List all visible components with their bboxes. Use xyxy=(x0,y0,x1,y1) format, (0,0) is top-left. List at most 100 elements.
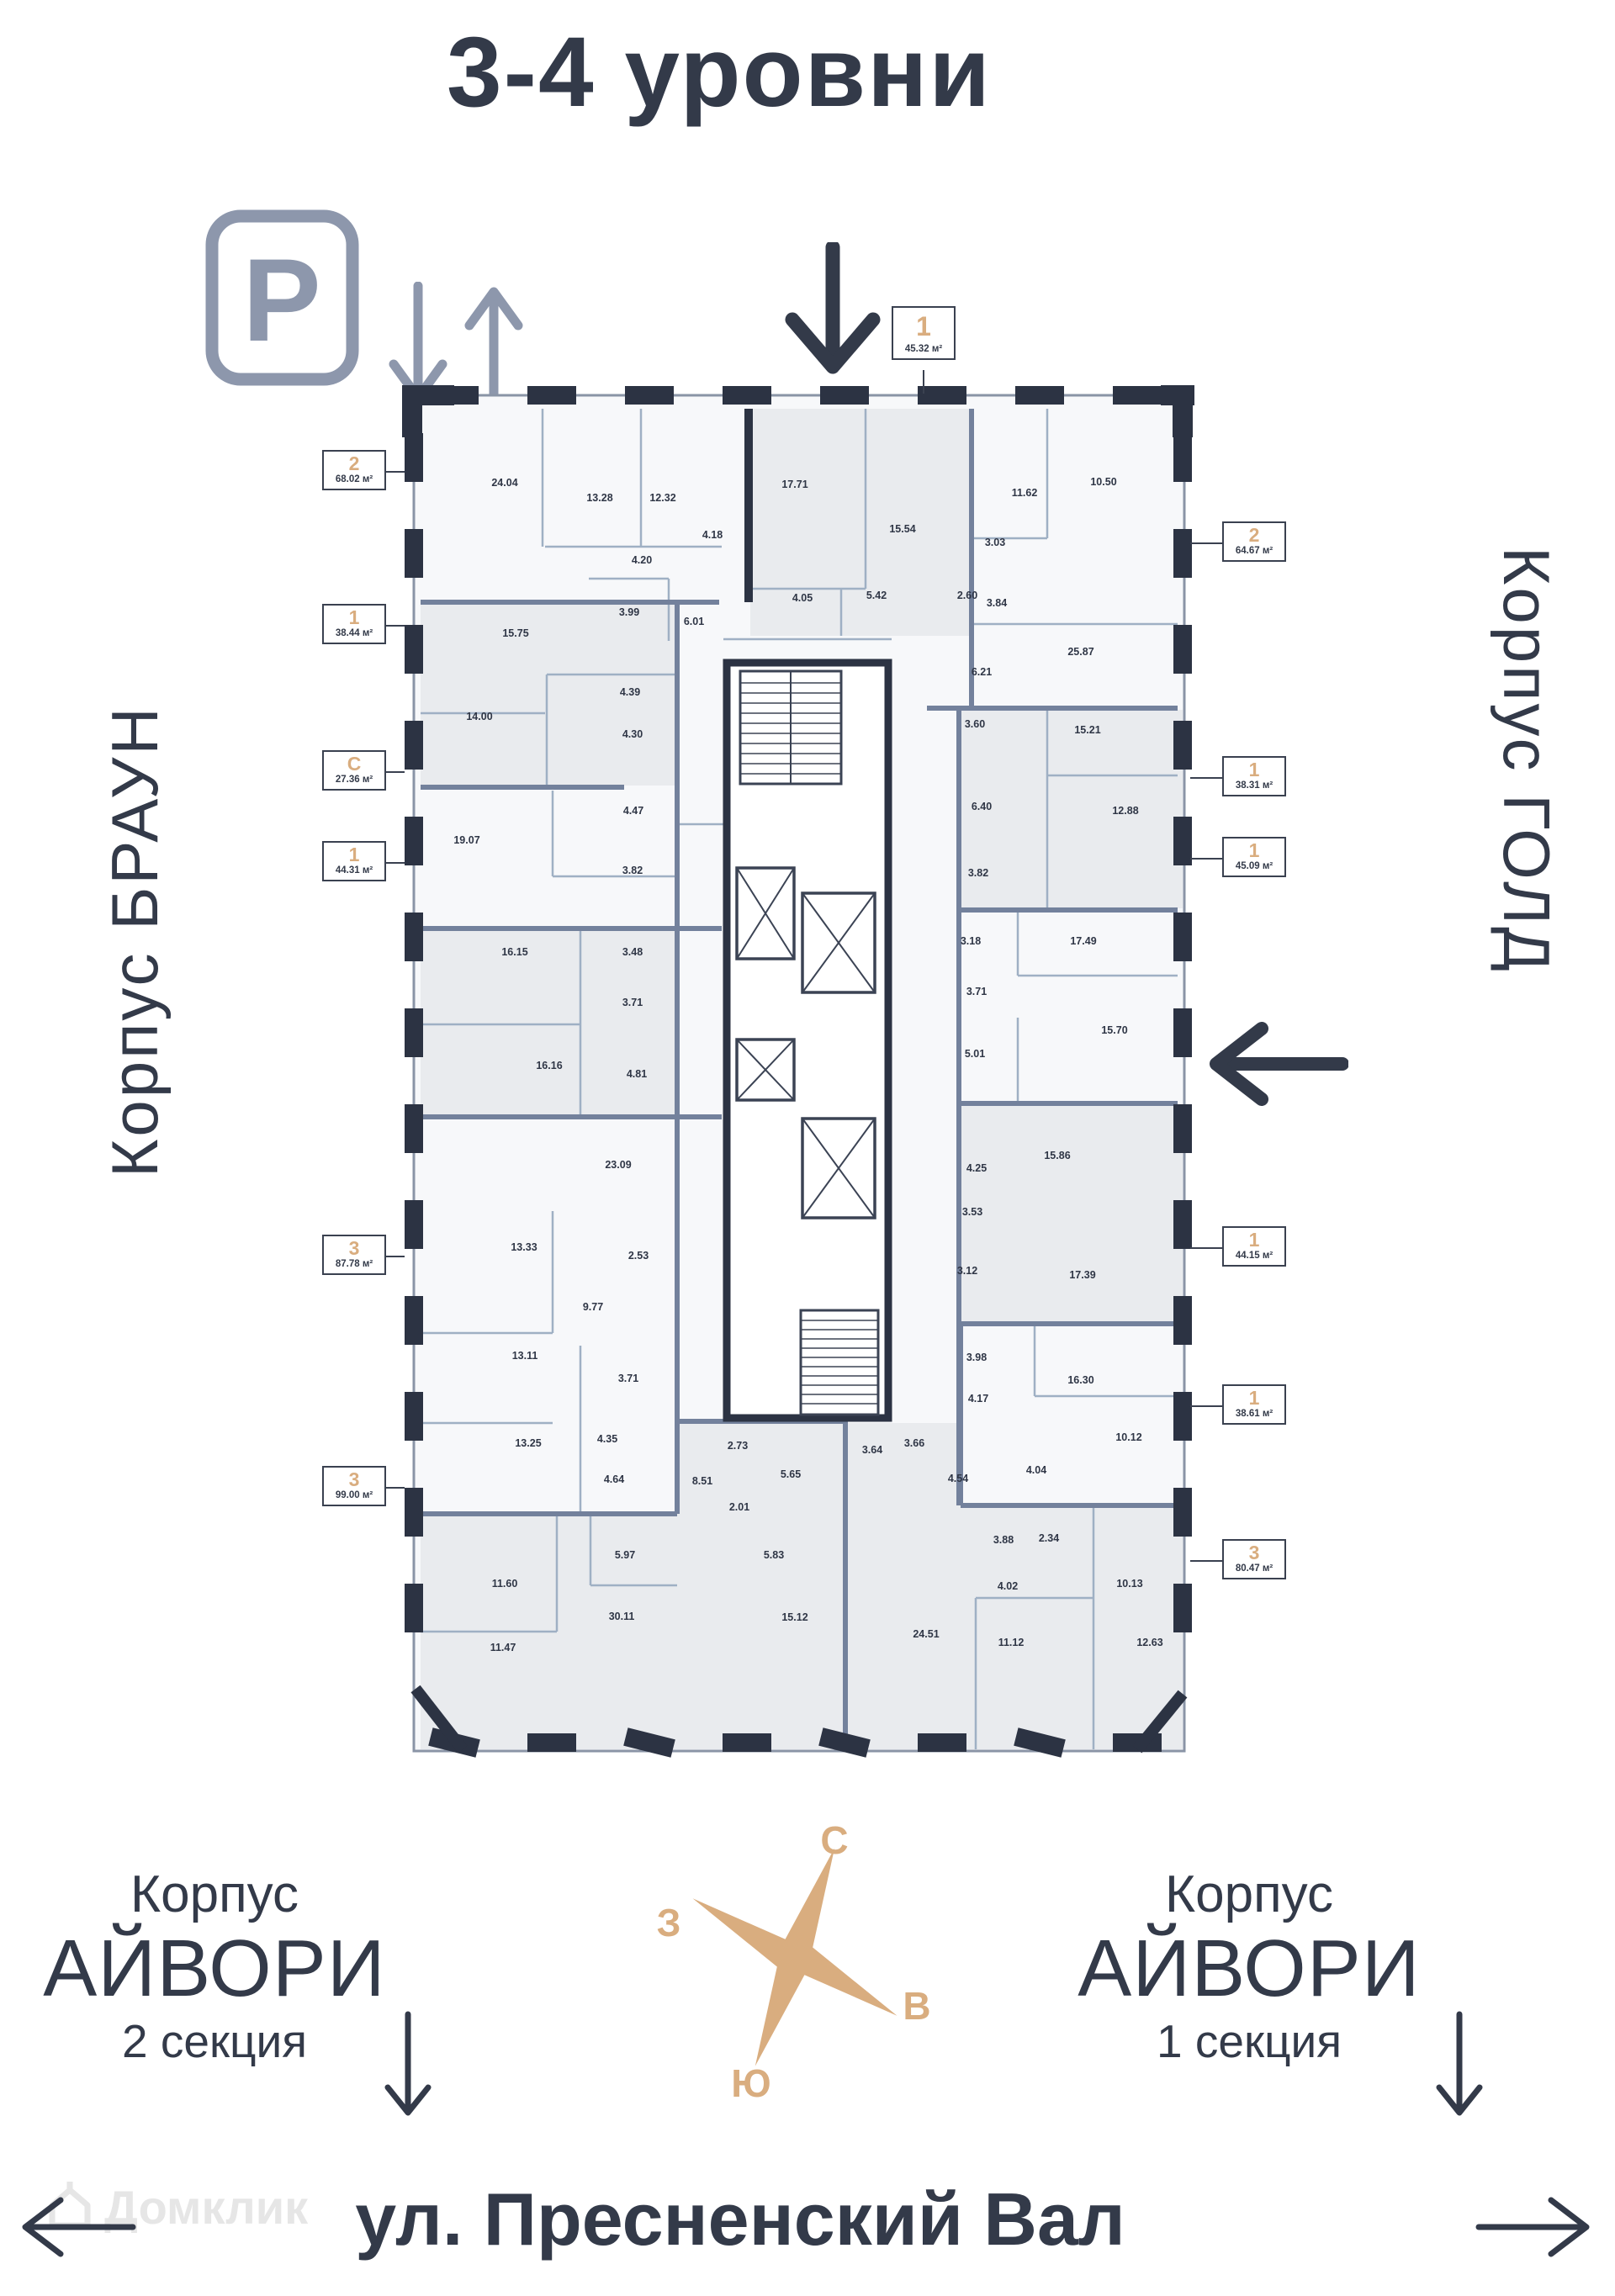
room-area-value: 3.71 xyxy=(622,997,643,1008)
room-area-value: 3.82 xyxy=(968,867,988,879)
room-area-value: 10.50 xyxy=(1090,476,1116,488)
compass-north-label: С xyxy=(820,1818,849,1862)
room-area-value: 19.07 xyxy=(453,834,479,846)
unit-type: С xyxy=(347,753,362,775)
room-area-value: 3.60 xyxy=(965,718,985,730)
room-area-value: 8.51 xyxy=(692,1475,712,1487)
room-area-value: 25.87 xyxy=(1067,646,1093,658)
room-area-value: 4.39 xyxy=(620,686,640,698)
unit-type: 1 xyxy=(348,606,360,628)
room-area-value: 12.32 xyxy=(649,492,675,504)
room-area-value: 3.99 xyxy=(619,606,639,618)
wing-label-right: Корпус ГОЛД xyxy=(1490,547,1564,974)
room-area-value: 14.00 xyxy=(466,711,492,722)
room-area-value: 16.30 xyxy=(1067,1374,1093,1386)
wing-label-left: Корпус БРАУН xyxy=(98,705,172,1177)
corpus-ivory-1: Корпус АЙВОРИ 1 секция xyxy=(1051,1865,1447,2069)
room-area-value: 3.48 xyxy=(622,946,643,958)
unit-area: 64.67 м² xyxy=(1235,546,1273,556)
room-area-value: 3.64 xyxy=(862,1444,882,1456)
room-area-value: 9.77 xyxy=(583,1301,603,1313)
room-area-value: 3.53 xyxy=(962,1206,982,1218)
room-area-value: 2.53 xyxy=(628,1250,649,1262)
compass-east-label: В xyxy=(903,1984,931,2028)
unit-area: 87.78 м² xyxy=(335,1259,373,1269)
room-area-value: 12.63 xyxy=(1136,1637,1162,1648)
compass-west-label: З xyxy=(656,1901,681,1944)
unit-area: 45.09 м² xyxy=(1235,861,1273,871)
room-area-value: 13.11 xyxy=(512,1350,538,1362)
callout-connector xyxy=(1190,858,1222,860)
room-area-value: 13.25 xyxy=(515,1437,541,1449)
callout-connector xyxy=(1190,1560,1222,1562)
ivory-1-down-arrow-icon xyxy=(1436,2011,1483,2116)
room-area-value: 4.64 xyxy=(604,1473,624,1485)
unit-area: 45.32 м² xyxy=(904,344,943,354)
room-area-value: 4.05 xyxy=(792,592,813,604)
room-area-value: 4.54 xyxy=(948,1473,968,1484)
room-area-value: 2.73 xyxy=(728,1440,748,1452)
room-area-value: 15.70 xyxy=(1101,1024,1127,1036)
callout-connector xyxy=(1190,1405,1222,1407)
apartment-shaded-region xyxy=(750,409,970,636)
room-area-value: 11.12 xyxy=(998,1637,1025,1648)
room-area-value: 6.40 xyxy=(972,801,992,812)
room-area-value: 23.09 xyxy=(605,1159,631,1171)
room-area-value: 3.84 xyxy=(987,597,1007,609)
ivory-2-down-arrow-icon xyxy=(384,2011,432,2116)
room-area-value: 4.04 xyxy=(1026,1464,1046,1476)
unit-type: 3 xyxy=(348,1468,360,1490)
room-area-value: 3.71 xyxy=(966,986,987,997)
room-area-value: 11.60 xyxy=(492,1578,518,1590)
room-area-value: 5.42 xyxy=(866,590,887,601)
corpus-ivory-1-word: Корпус xyxy=(1165,1865,1333,1923)
room-area-value: 5.83 xyxy=(764,1549,784,1561)
room-area-value: 6.21 xyxy=(972,666,992,678)
corpus-ivory-2: Корпус АЙВОРИ 2 секция xyxy=(17,1865,412,2069)
corpus-ivory-2-name: АЙВОРИ xyxy=(43,1923,386,2013)
unit-type: 1 xyxy=(1248,759,1260,780)
unit-callout-45.32[interactable]: 1 45.32 м² xyxy=(892,306,956,360)
room-area-value: 11.47 xyxy=(490,1642,516,1653)
room-area-value: 4.20 xyxy=(632,554,652,566)
room-area-value: 3.66 xyxy=(904,1437,924,1449)
room-area-value: 5.01 xyxy=(965,1048,985,1060)
room-area-value: 15.12 xyxy=(781,1611,808,1623)
apartment-shaded-region xyxy=(961,1105,1183,1322)
room-area-value: 2.01 xyxy=(729,1501,749,1513)
watermark: Домклик xyxy=(44,2180,308,2235)
callout-connector xyxy=(1190,1247,1222,1249)
corpus-ivory-1-section: 1 секция xyxy=(1156,2015,1342,2067)
entrance-left-arrow-icon xyxy=(1210,1022,1348,1106)
room-area-value: 4.30 xyxy=(622,728,643,740)
room-area-value: 4.81 xyxy=(627,1068,647,1080)
room-area-value: 16.16 xyxy=(536,1060,562,1071)
street-label: ул. Пресненский Вал xyxy=(355,2177,1125,2261)
room-area-value: 10.13 xyxy=(1116,1578,1142,1590)
unit-area: 44.15 м² xyxy=(1235,1251,1273,1261)
room-area-value: 3.12 xyxy=(957,1265,977,1277)
room-area-value: 4.35 xyxy=(597,1433,617,1445)
room-area-value: 17.71 xyxy=(781,479,808,490)
entrance-down-arrow-icon xyxy=(785,242,881,374)
room-area-value: 3.18 xyxy=(961,935,981,947)
unit-type: 1 xyxy=(916,311,931,341)
room-area-value: 24.51 xyxy=(913,1628,939,1640)
svg-text:P: P xyxy=(242,234,320,366)
room-area-value: 3.82 xyxy=(622,865,643,876)
